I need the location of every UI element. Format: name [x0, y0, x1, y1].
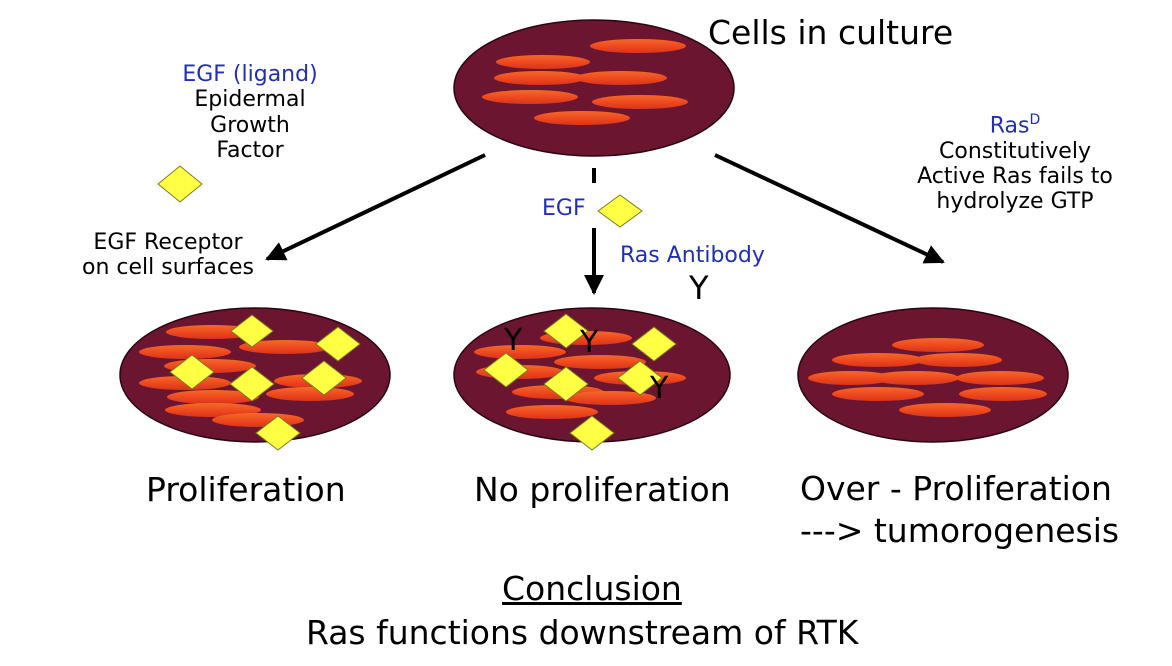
- egf-middle-label: EGF: [542, 196, 586, 221]
- egf-diamond: [315, 326, 361, 362]
- outcome-no-proliferation: No proliferation: [474, 470, 731, 509]
- egf-legend: EGF (ligand) Epidermal Growth Factor: [140, 62, 360, 163]
- ras-d-line3: hydrolyze GTP: [936, 189, 1094, 215]
- cell: [959, 387, 1047, 401]
- cell: [167, 390, 259, 404]
- cell: [534, 111, 630, 125]
- egf-full-name-line2: Growth: [210, 112, 290, 138]
- conclusion-text: Ras functions downstream of RTK: [306, 613, 859, 652]
- cell: [914, 353, 1002, 367]
- egf-diamond: [543, 366, 589, 402]
- ras-d-superscript: D: [1029, 112, 1041, 128]
- outcome-proliferation: Proliferation: [146, 470, 346, 509]
- cell: [832, 387, 924, 401]
- egf-diamond: [229, 366, 275, 402]
- cell: [956, 371, 1044, 385]
- outcome-over-proliferation: Over - Proliferation: [800, 469, 1112, 508]
- egf-full-name-line3: Factor: [216, 137, 284, 163]
- cell: [165, 403, 261, 417]
- egf-legend-diamond: [157, 165, 203, 203]
- cell: [554, 355, 646, 369]
- cell: [496, 55, 590, 69]
- egf-diamond: [169, 354, 215, 390]
- right-dish: [797, 307, 1069, 443]
- cell: [482, 90, 578, 104]
- cell: [139, 345, 231, 359]
- egf-full-name-line1: Epidermal: [194, 87, 306, 113]
- ras-d-line2: Active Ras fails to: [917, 163, 1113, 189]
- antibody-symbol: Y: [689, 269, 709, 307]
- antibody-in-dish: Y: [650, 371, 669, 406]
- ras-d-name: Ras: [989, 113, 1030, 139]
- cell: [892, 338, 984, 352]
- egf-diamond: [255, 415, 301, 451]
- ras-d-label: RasD: [895, 112, 1135, 139]
- egf-diamond: [230, 314, 274, 348]
- cell: [575, 71, 667, 85]
- middle-dish: [453, 307, 731, 451]
- arrow-right: [714, 153, 945, 264]
- egf-ligand-label: EGF (ligand): [182, 62, 318, 87]
- cell: [808, 371, 892, 385]
- cell: [494, 71, 586, 85]
- ras-antibody-label: Ras Antibody: [620, 243, 765, 268]
- egf-diamond: [631, 326, 677, 362]
- cell: [474, 345, 566, 359]
- cells-in-culture-title: Cells in culture: [708, 13, 954, 52]
- ras-d-line1: Constitutively: [939, 138, 1091, 164]
- ras-d-description: RasD Constitutively Active Ras fails to …: [895, 112, 1135, 215]
- cell: [871, 371, 959, 385]
- egf-diamond: [301, 360, 347, 396]
- outcome-tumorogenesis: ---> tumorogenesis: [800, 511, 1120, 550]
- cell: [266, 387, 354, 401]
- cell: [239, 340, 331, 354]
- egf-diamond-middle: [597, 194, 643, 228]
- arrow-left: [265, 153, 486, 261]
- cell: [564, 391, 656, 405]
- cell: [899, 403, 991, 417]
- egf-diamond: [543, 313, 589, 349]
- egf-diamond: [617, 360, 663, 396]
- cell: [832, 353, 924, 367]
- receptor-label-line1: EGF Receptor: [93, 230, 243, 255]
- top-dish: [453, 19, 735, 157]
- cell: [592, 95, 688, 109]
- cell: [506, 405, 598, 419]
- egf-diamond: [569, 415, 615, 451]
- receptor-label-line2: on cell surfaces: [81, 255, 254, 281]
- left-dish: [119, 307, 391, 451]
- receptor-label: EGF Receptor on cell surfaces: [60, 230, 276, 281]
- cell: [590, 39, 686, 53]
- antibody-in-dish: Y: [580, 325, 599, 360]
- antibody-in-dish: Y: [504, 323, 523, 358]
- conclusion-heading: Conclusion: [502, 569, 682, 608]
- egf-diamond: [483, 352, 529, 388]
